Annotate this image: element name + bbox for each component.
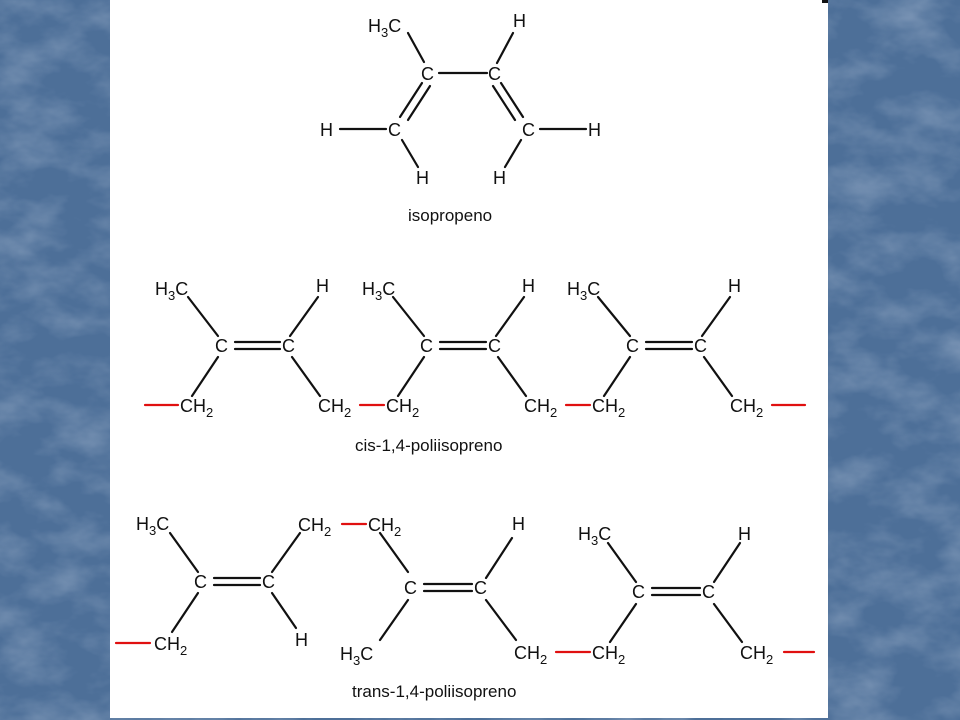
carbon-label: C bbox=[522, 120, 535, 140]
bond bbox=[484, 536, 514, 580]
bond bbox=[596, 295, 632, 338]
trans-polyisoprene-structure: H3C CH2 CH2 H H3C H C C C C C C CH2 H H3… bbox=[114, 514, 816, 701]
double-bond bbox=[491, 84, 517, 122]
bond bbox=[170, 591, 200, 634]
methylene-label: CH2 bbox=[514, 643, 547, 667]
hydrogen-label: H bbox=[512, 514, 525, 534]
hydrogen-label: H bbox=[513, 11, 526, 31]
methylene-label: CH2 bbox=[180, 396, 213, 420]
carbon-label: C bbox=[632, 582, 645, 602]
corner-mark bbox=[822, 0, 828, 3]
carbon-label: C bbox=[488, 336, 501, 356]
methylene-label: CH2 bbox=[730, 396, 763, 420]
methylene-label: CH2 bbox=[740, 643, 773, 667]
bond bbox=[484, 598, 518, 642]
bond bbox=[396, 355, 426, 398]
carbon-label: C bbox=[404, 578, 417, 598]
hydrogen-label: H bbox=[320, 120, 333, 140]
bond bbox=[712, 602, 744, 644]
methyl-label: H3C bbox=[155, 279, 188, 303]
methylene-label: CH2 bbox=[298, 515, 331, 539]
methyl-label: H3C bbox=[567, 279, 600, 303]
carbon-label: C bbox=[388, 120, 401, 140]
carbon-label: C bbox=[626, 336, 639, 356]
carbon-label: C bbox=[474, 578, 487, 598]
hydrogen-label: H bbox=[728, 276, 741, 296]
methylene-label: CH2 bbox=[318, 396, 351, 420]
methyl-label: H3C bbox=[362, 279, 395, 303]
bond bbox=[378, 531, 410, 574]
methylene-label: CH2 bbox=[154, 634, 187, 658]
bond bbox=[496, 355, 528, 398]
bond bbox=[378, 598, 410, 642]
hydrogen-label: H bbox=[295, 630, 308, 650]
methylene-label: CH2 bbox=[592, 396, 625, 420]
hydrogen-label: H bbox=[316, 276, 329, 296]
bond bbox=[290, 355, 322, 398]
bond bbox=[608, 602, 638, 644]
carbon-label: C bbox=[421, 64, 434, 84]
methyl-label: H3C bbox=[136, 514, 169, 538]
cis-caption: cis-1,4-poliisopreno bbox=[355, 436, 502, 455]
methyl-label: H3C bbox=[578, 524, 611, 548]
bond bbox=[503, 138, 523, 169]
hydrogen-label: H bbox=[493, 168, 506, 188]
bond bbox=[700, 295, 732, 338]
bond bbox=[712, 541, 742, 584]
bond bbox=[270, 531, 302, 574]
bond bbox=[606, 541, 638, 584]
carbon-label: C bbox=[420, 336, 433, 356]
carbon-label: C bbox=[694, 336, 707, 356]
methylene-label: CH2 bbox=[386, 396, 419, 420]
isoprene-caption: isopropeno bbox=[408, 206, 492, 225]
carbon-label: C bbox=[194, 572, 207, 592]
methylene-label: CH2 bbox=[592, 643, 625, 667]
double-bond bbox=[499, 81, 525, 119]
isoprene-structure: H3C H C C H C C H H H isopropeno bbox=[320, 11, 601, 225]
bond bbox=[400, 138, 420, 169]
trans-caption: trans-1,4-poliisopreno bbox=[352, 682, 516, 701]
bond bbox=[406, 31, 426, 64]
carbon-label: C bbox=[215, 336, 228, 356]
hydrogen-label: H bbox=[522, 276, 535, 296]
methylene-label: CH2 bbox=[524, 396, 557, 420]
carbon-label: C bbox=[282, 336, 295, 356]
diagram-panel bbox=[110, 0, 828, 718]
bond bbox=[270, 591, 298, 630]
hydrogen-label: H bbox=[588, 120, 601, 140]
cis-polyisoprene-structure: H3C H H3C H H3C H C C C C C C CH2 CH2 CH… bbox=[143, 276, 807, 455]
bond bbox=[702, 355, 734, 398]
methyl-label: H3C bbox=[368, 16, 401, 40]
hydrogen-label: H bbox=[416, 168, 429, 188]
bond bbox=[168, 531, 200, 574]
methyl-label: H3C bbox=[340, 644, 373, 668]
bond bbox=[190, 355, 220, 398]
carbon-label: C bbox=[702, 582, 715, 602]
double-bond bbox=[406, 84, 432, 122]
carbon-label: C bbox=[262, 572, 275, 592]
bond bbox=[288, 295, 320, 338]
methylene-label: CH2 bbox=[368, 515, 401, 539]
bond bbox=[494, 295, 526, 338]
bond bbox=[602, 355, 632, 398]
carbon-label: C bbox=[488, 64, 501, 84]
bond bbox=[495, 31, 515, 65]
bond bbox=[186, 295, 220, 338]
double-bond bbox=[398, 81, 424, 119]
bond bbox=[391, 295, 426, 338]
hydrogen-label: H bbox=[738, 524, 751, 544]
